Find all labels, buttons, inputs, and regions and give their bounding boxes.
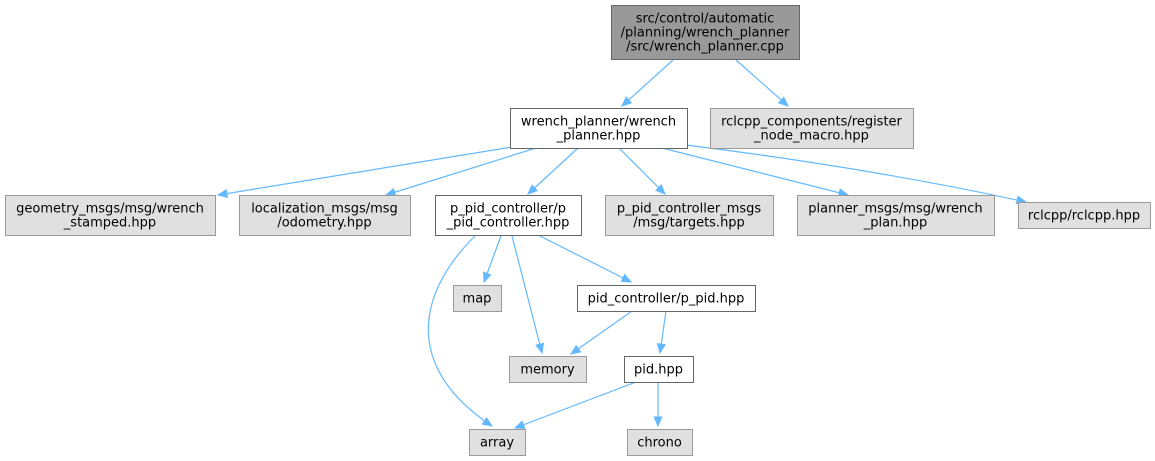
edge-pid_hpp-to-chrono	[653, 382, 663, 428]
node-label-line: /planning/wrench_planner	[621, 26, 790, 41]
node-box	[627, 429, 693, 456]
arrowhead	[535, 342, 545, 355]
node-box	[624, 356, 694, 383]
node-p-pid-controller-hpp[interactable]: p_pid_controller/p_pid_controller.hpp	[435, 195, 582, 236]
node-box	[5, 195, 216, 236]
arrowhead	[481, 416, 494, 427]
node-p-pid-hpp[interactable]: pid_controller/p_pid.hpp	[577, 285, 756, 312]
node-wrench-plan: planner_msgs/msg/wrench_plan.hpp	[797, 195, 995, 236]
arrowhead	[527, 184, 539, 195]
arrowhead	[384, 187, 397, 197]
node-box	[239, 195, 411, 236]
edge-p_pid_hpp-to-memory	[569, 310, 633, 355]
node-box	[509, 356, 587, 383]
node-array: array	[469, 429, 526, 456]
edge-p_pid_controller_hpp-to-array	[427, 235, 494, 427]
node-label-line: localization_msgs/msg	[251, 202, 398, 217]
node-label-line: rclcpp_components/register	[721, 115, 902, 130]
arrowhead	[513, 420, 526, 429]
node-box	[797, 195, 995, 236]
node-box	[577, 285, 756, 312]
edge-p_pid_controller_hpp-to-memory	[511, 235, 545, 355]
edges-layer	[216, 59, 1028, 429]
edge-wrench_planner_hpp-to-targets	[618, 147, 666, 195]
edge-root-to-register_node_macro	[735, 59, 789, 107]
edge-p_pid_hpp-to-pid_hpp	[656, 310, 667, 355]
node-chrono: chrono	[627, 429, 693, 456]
node-label-line: pid.hpp	[634, 363, 683, 378]
node-box	[453, 285, 502, 312]
node-label-line: planner_msgs/msg/wrench	[808, 202, 982, 217]
arrowhead	[620, 273, 633, 283]
node-label-line: map	[463, 292, 492, 307]
node-label-line: geometry_msgs/msg/wrench	[16, 202, 204, 217]
node-root: src/control/automatic/planning/wrench_pl…	[611, 5, 800, 60]
node-box	[1018, 202, 1151, 229]
edge-wrench_planner_hpp-to-wrench_plan	[661, 147, 850, 198]
node-box	[710, 108, 914, 149]
arrowhead	[216, 188, 229, 198]
node-label-line: wrench_planner/wrench	[521, 115, 676, 130]
node-label-line: _node_macro.hpp	[753, 129, 869, 144]
node-label-line: p_pid_controller/p	[450, 202, 566, 217]
node-label-line: /src/wrench_planner.cpp	[626, 40, 784, 55]
node-label-line: _pid_controller.hpp	[446, 216, 570, 231]
node-label-line: p_pid_controller_msgs	[617, 202, 762, 217]
node-label-line: memory	[520, 363, 575, 378]
node-label-line: pid_controller/p_pid.hpp	[588, 292, 745, 307]
node-box	[435, 195, 582, 236]
node-label-line: _planner.hpp	[556, 129, 641, 144]
node-box	[611, 5, 800, 60]
node-label-line: src/control/automatic	[636, 12, 775, 27]
node-rclcpp: rclcpp/rclcpp.hpp	[1018, 202, 1151, 229]
node-label-line: _stamped.hpp	[63, 216, 156, 231]
node-wrench-stamped: geometry_msgs/msg/wrench_stamped.hpp	[5, 195, 216, 236]
edge-wrench_planner_hpp-to-p_pid_controller_hpp	[527, 147, 579, 195]
node-map: map	[453, 285, 502, 312]
node-label-line: rclcpp/rclcpp.hpp	[1028, 209, 1140, 224]
node-label-line: _plan.hpp	[863, 216, 927, 231]
arrowhead	[621, 96, 633, 107]
node-memory: memory	[509, 356, 587, 383]
node-label-line: /odometry.hpp	[277, 216, 371, 231]
node-box	[510, 108, 688, 149]
edge-pid_hpp-to-array	[513, 381, 637, 429]
node-label-line: /msg/targets.hpp	[633, 216, 745, 231]
node-box	[605, 195, 774, 236]
edge-wrench_planner_hpp-to-wrench_stamped	[216, 145, 519, 198]
edge-p_pid_controller_hpp-to-map	[483, 235, 502, 284]
node-label-line: chrono	[637, 436, 682, 451]
edge-wrench_planner_hpp-to-rclcpp	[685, 144, 1028, 205]
edge-root-to-wrench_planner_hpp	[621, 59, 674, 107]
node-register-node-macro: rclcpp_components/register_node_macro.hp…	[710, 108, 914, 149]
node-pid-hpp[interactable]: pid.hpp	[624, 356, 694, 383]
node-label-line: array	[480, 436, 514, 451]
arrowhead	[483, 271, 492, 284]
node-wrench-planner-hpp[interactable]: wrench_planner/wrench_planner.hpp	[510, 108, 688, 149]
arrowhead	[569, 344, 582, 355]
arrowhead	[656, 342, 666, 355]
node-targets: p_pid_controller_msgs/msg/targets.hpp	[605, 195, 774, 236]
node-odometry: localization_msgs/msg/odometry.hpp	[239, 195, 411, 236]
nodes-layer: src/control/automatic/planning/wrench_pl…	[5, 5, 1151, 456]
arrowhead	[777, 96, 789, 107]
node-box	[469, 429, 526, 456]
arrowhead	[655, 184, 666, 195]
arrowhead	[653, 416, 663, 428]
edge-p_pid_controller_hpp-to-p_pid_hpp	[539, 235, 633, 283]
